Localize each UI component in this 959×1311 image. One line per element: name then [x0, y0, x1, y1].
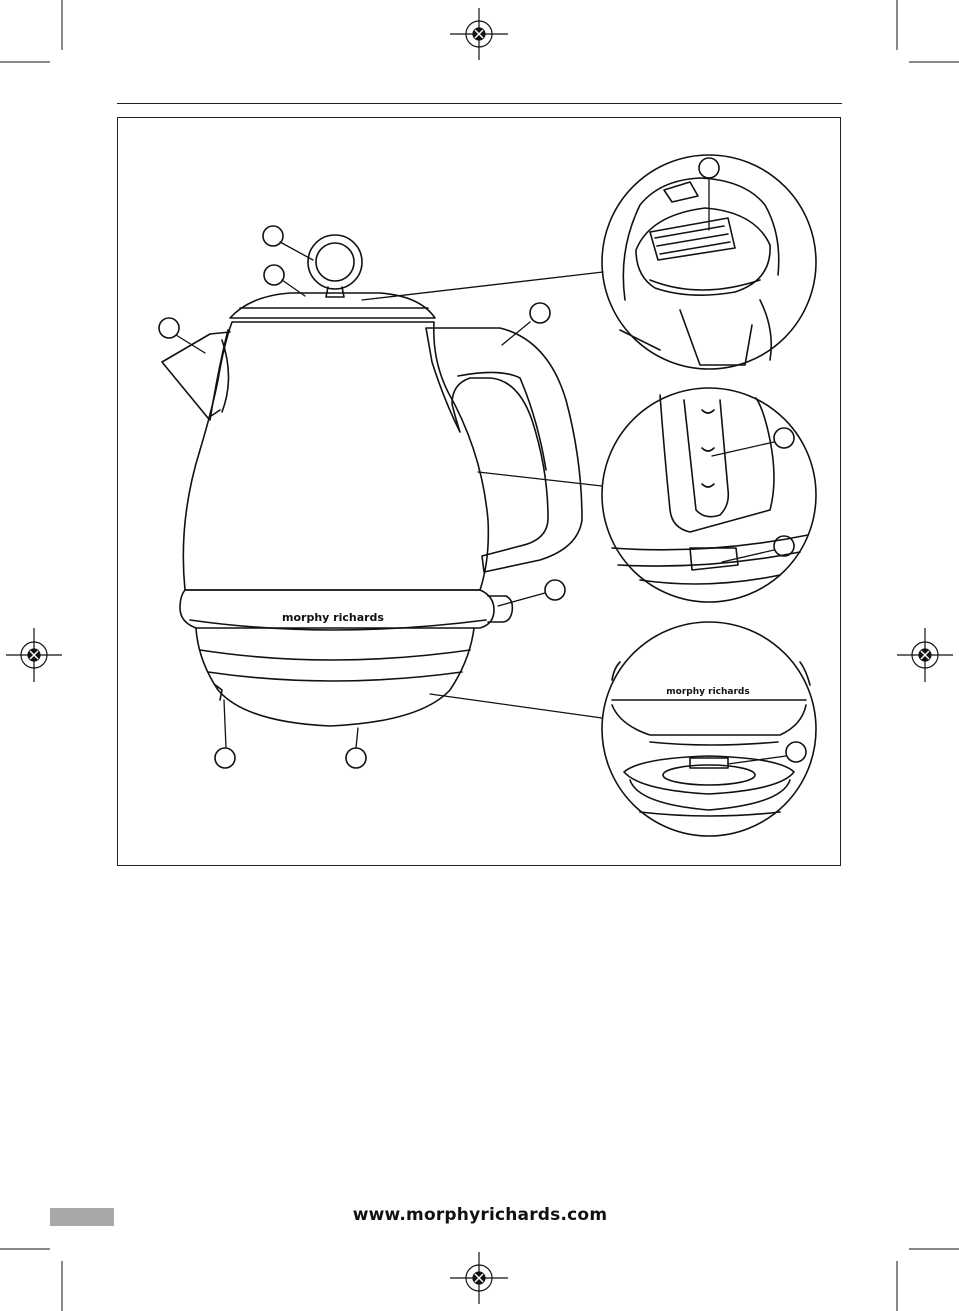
page-tab: [50, 1208, 114, 1226]
callout-circle: [774, 428, 794, 448]
callout-circle: [786, 742, 806, 762]
leader-spout: [176, 335, 205, 353]
callout-circle: [530, 303, 550, 323]
callout-circle: [215, 748, 235, 768]
footer-url: www.morphyrichards.com: [330, 1205, 630, 1225]
zoom-logo: morphy richards: [666, 687, 749, 697]
zoom-leader-window: [478, 472, 602, 486]
callout-circle: [545, 580, 565, 600]
callout-circle: [346, 748, 366, 768]
handle: [426, 328, 582, 572]
kettle-body: [183, 322, 488, 590]
leader-base: [356, 728, 358, 748]
power-base: [196, 628, 474, 726]
kettle-logo: morphy richards: [282, 611, 384, 624]
zoom-leader-base: [430, 694, 602, 718]
spout: [162, 332, 230, 418]
zoom-detail-base: [602, 622, 816, 836]
callout-circle: [263, 226, 283, 246]
callout-circle: [699, 158, 719, 178]
leader-handle: [502, 322, 530, 345]
leader-switch: [498, 593, 545, 606]
leader-cord: [224, 700, 226, 748]
callout-circle: [159, 318, 179, 338]
callout-circle: [264, 265, 284, 285]
leader-knob: [280, 242, 313, 260]
lid-knob: [308, 235, 362, 297]
zoom-detail-window: [602, 388, 816, 602]
zoom-leader-lid: [362, 272, 603, 300]
